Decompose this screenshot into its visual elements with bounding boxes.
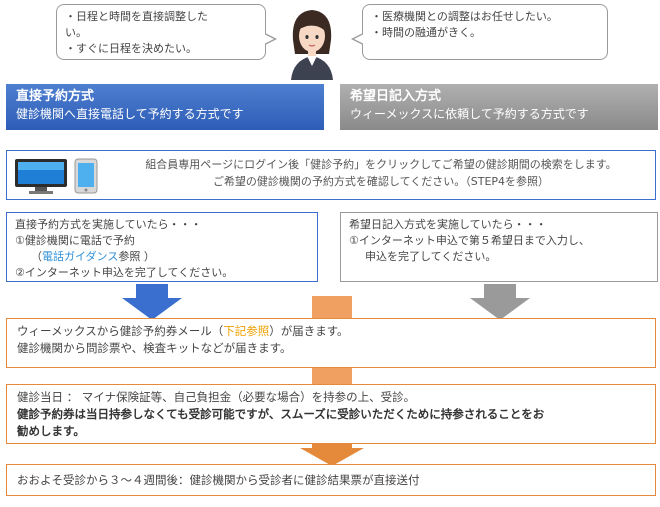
wish-branch-line-1: 希望日記入方式を実施していたら・・・ <box>349 218 547 231</box>
direct-branch-line-1: 直接予約方式を実施していたら・・・ <box>15 218 202 231</box>
left-bubble-line-2: い。 <box>65 26 87 39</box>
direct-reservation-header: 直接予約方式 健診機関へ直接電話して予約する方式です <box>6 84 324 130</box>
right-bubble-line-1: ・医療機関との調整はお任せしたい。 <box>371 10 558 23</box>
down-arrow-icon <box>122 284 182 320</box>
mail-line-1: ウィーメックスから健診予約券メール（下記参照）が届きます。 <box>17 324 349 338</box>
direct-header-pointer <box>145 130 185 150</box>
login-instruction-box: 組合員専用ページにログイン後「健診予約」をクリックしてご希望の健診期間の検索をし… <box>6 150 656 200</box>
login-line-1: 組合員専用ページにログイン後「健診予約」をクリックしてご希望の健診期間の検索をし… <box>145 158 617 171</box>
phone-guidance-link[interactable]: 電話ガイダンス <box>42 250 119 263</box>
wish-branch-box: 希望日記入方式を実施していたら・・・ ①インターネット申込で第５希望日まで入力し… <box>340 212 658 282</box>
left-bubble-line-3: ・すぐに日程を決めたい。 <box>65 42 197 55</box>
result-delivery-box: おおよそ受診から３～４週間後：健診機関から受診者に健診結果票が直接送付 <box>6 464 656 496</box>
left-speech-bubble: ・日程と時間を直接調整した い。 ・すぐに日程を決めたい。 <box>56 4 277 60</box>
orange-connector <box>312 368 352 386</box>
direct-method-title: 直接予約方式 <box>16 89 95 104</box>
wish-branch-line-3: 申込を完了してください。 <box>365 250 497 263</box>
exam-day-line-2: 健診予約券は当日持参しなくても受診可能ですが、スムーズに受診いただくために持参さ… <box>17 407 545 421</box>
direct-branch-line-3: （電話ガイダンス参照 ） <box>31 250 155 263</box>
devices-group <box>15 158 98 194</box>
wish-method-subtitle: ウィーメックスに依頼して予約する方式です <box>350 107 589 121</box>
wish-date-header: 希望日記入方式 ウィーメックスに依頼して予約する方式です <box>340 84 658 130</box>
down-arrow-icon <box>300 444 364 466</box>
wish-method-title: 希望日記入方式 <box>350 89 442 104</box>
reservation-mail-box: ウィーメックスから健診予約券メール（下記参照）が届きます。 健診機関から問診票や… <box>6 318 656 368</box>
direct-branch-line-2: ①健診機関に電話で予約 <box>15 234 135 247</box>
right-speech-bubble: ・医療機関との調整はお任せしたい。 ・時間の融通がきく。 <box>351 4 608 60</box>
wish-branch-line-2: ①インターネット申込で第５希望日まで入力し、 <box>349 234 590 247</box>
exam-day-line-1: 健診当日 ： マイナ保険証等、自己負担金（必要な場合）を持参の上、受診。 <box>17 390 416 404</box>
direct-branch-box: 直接予約方式を実施していたら・・・ ①健診機関に電話で予約 （電話ガイダンス参照… <box>6 212 318 282</box>
exam-day-line-3: 勧めします。 <box>17 424 85 438</box>
direct-method-subtitle: 健診機関へ直接電話して予約する方式です <box>16 107 244 121</box>
result-line-1: おおよそ受診から３～４週間後：健診機関から受診者に健診結果票が直接送付 <box>17 473 420 487</box>
smartphone-icon <box>74 158 98 194</box>
left-bubble-line-1: ・日程と時間を直接調整した <box>65 10 208 23</box>
woman-avatar-icon <box>291 10 333 80</box>
right-bubble-line-2: ・時間の融通がきく。 <box>371 26 481 39</box>
direct-branch-line-4: ②インターネット申込を完了してください。 <box>15 266 234 279</box>
orange-connector <box>312 296 352 320</box>
down-arrow-icon <box>470 284 530 320</box>
exam-day-box: 健診当日 ： マイナ保険証等、自己負担金（必要な場合）を持参の上、受診。 健診予… <box>6 384 656 444</box>
mail-line-2: 健診機関から問診票や、検査キットなどが届きます。 <box>17 341 292 355</box>
see-below-link[interactable]: 下記参照 <box>223 324 270 338</box>
login-line-2: ご希望の健診機関の予約方式を確認してください。（STEP4を参照） <box>212 175 550 188</box>
monitor-icon <box>15 159 67 194</box>
